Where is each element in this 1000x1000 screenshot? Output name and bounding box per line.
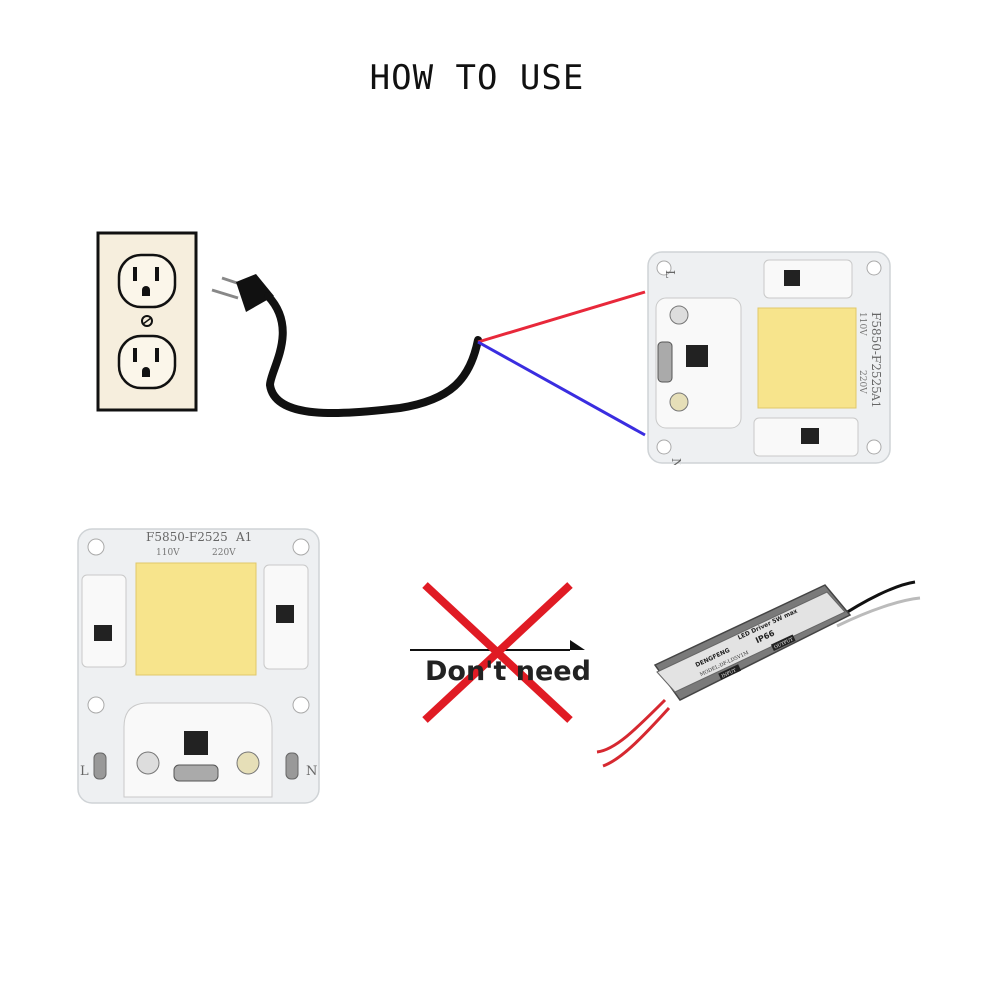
live-wire xyxy=(477,290,646,344)
driver-chip xyxy=(184,731,208,755)
model-label: F5850-F2525 xyxy=(869,312,883,394)
led-module-bottom: F5850-F2525 A1 110V 220V L N xyxy=(77,528,320,804)
voltage-110-label: 110V xyxy=(857,312,867,336)
terminal-label-n: N xyxy=(306,764,317,779)
led-driver: DENGFENG LED Driver 5W max IP66 MODEL:DF… xyxy=(596,580,921,768)
solder-pad-n xyxy=(236,751,260,775)
neutral-wire xyxy=(477,340,646,437)
solder-pad-l xyxy=(136,751,160,775)
plug-icon xyxy=(236,274,274,312)
led-chip-yellow xyxy=(757,307,857,409)
socket-top xyxy=(117,253,177,309)
rev-label: A1 xyxy=(235,530,252,544)
screw-icon xyxy=(141,315,153,327)
plug-prong xyxy=(221,276,247,288)
cross-icon xyxy=(422,582,573,723)
arrow-icon xyxy=(570,640,585,650)
black-cable xyxy=(264,292,482,418)
voltage-110-label: 110V xyxy=(156,548,180,558)
rev-label: A1 xyxy=(869,392,882,408)
solder-pad-l xyxy=(669,305,689,325)
dont-need-cross: Don't need xyxy=(410,582,590,723)
plug-prong xyxy=(211,288,239,300)
driver-chip xyxy=(686,345,708,367)
terminal-label-l: L xyxy=(663,270,677,278)
socket-bottom xyxy=(117,334,177,390)
led-chip-yellow xyxy=(135,562,257,676)
solder-pad-n xyxy=(669,392,689,412)
input-tag: INPUT xyxy=(721,668,738,680)
page-title: HOW TO USE xyxy=(369,58,585,98)
terminal-label-l: L xyxy=(80,764,89,779)
wall-outlet xyxy=(96,231,198,412)
resistor xyxy=(657,341,673,383)
led-module-top: L N F5850-F2525 A1 110V 220V xyxy=(647,251,891,465)
resistor xyxy=(173,764,219,782)
model-label: F5850-F2525 xyxy=(146,530,228,544)
voltage-220-label: 220V xyxy=(212,548,236,558)
dont-need-label: Don't need xyxy=(425,656,590,687)
voltage-220-label: 220V xyxy=(857,370,867,394)
terminal-label-n: N xyxy=(669,458,683,465)
